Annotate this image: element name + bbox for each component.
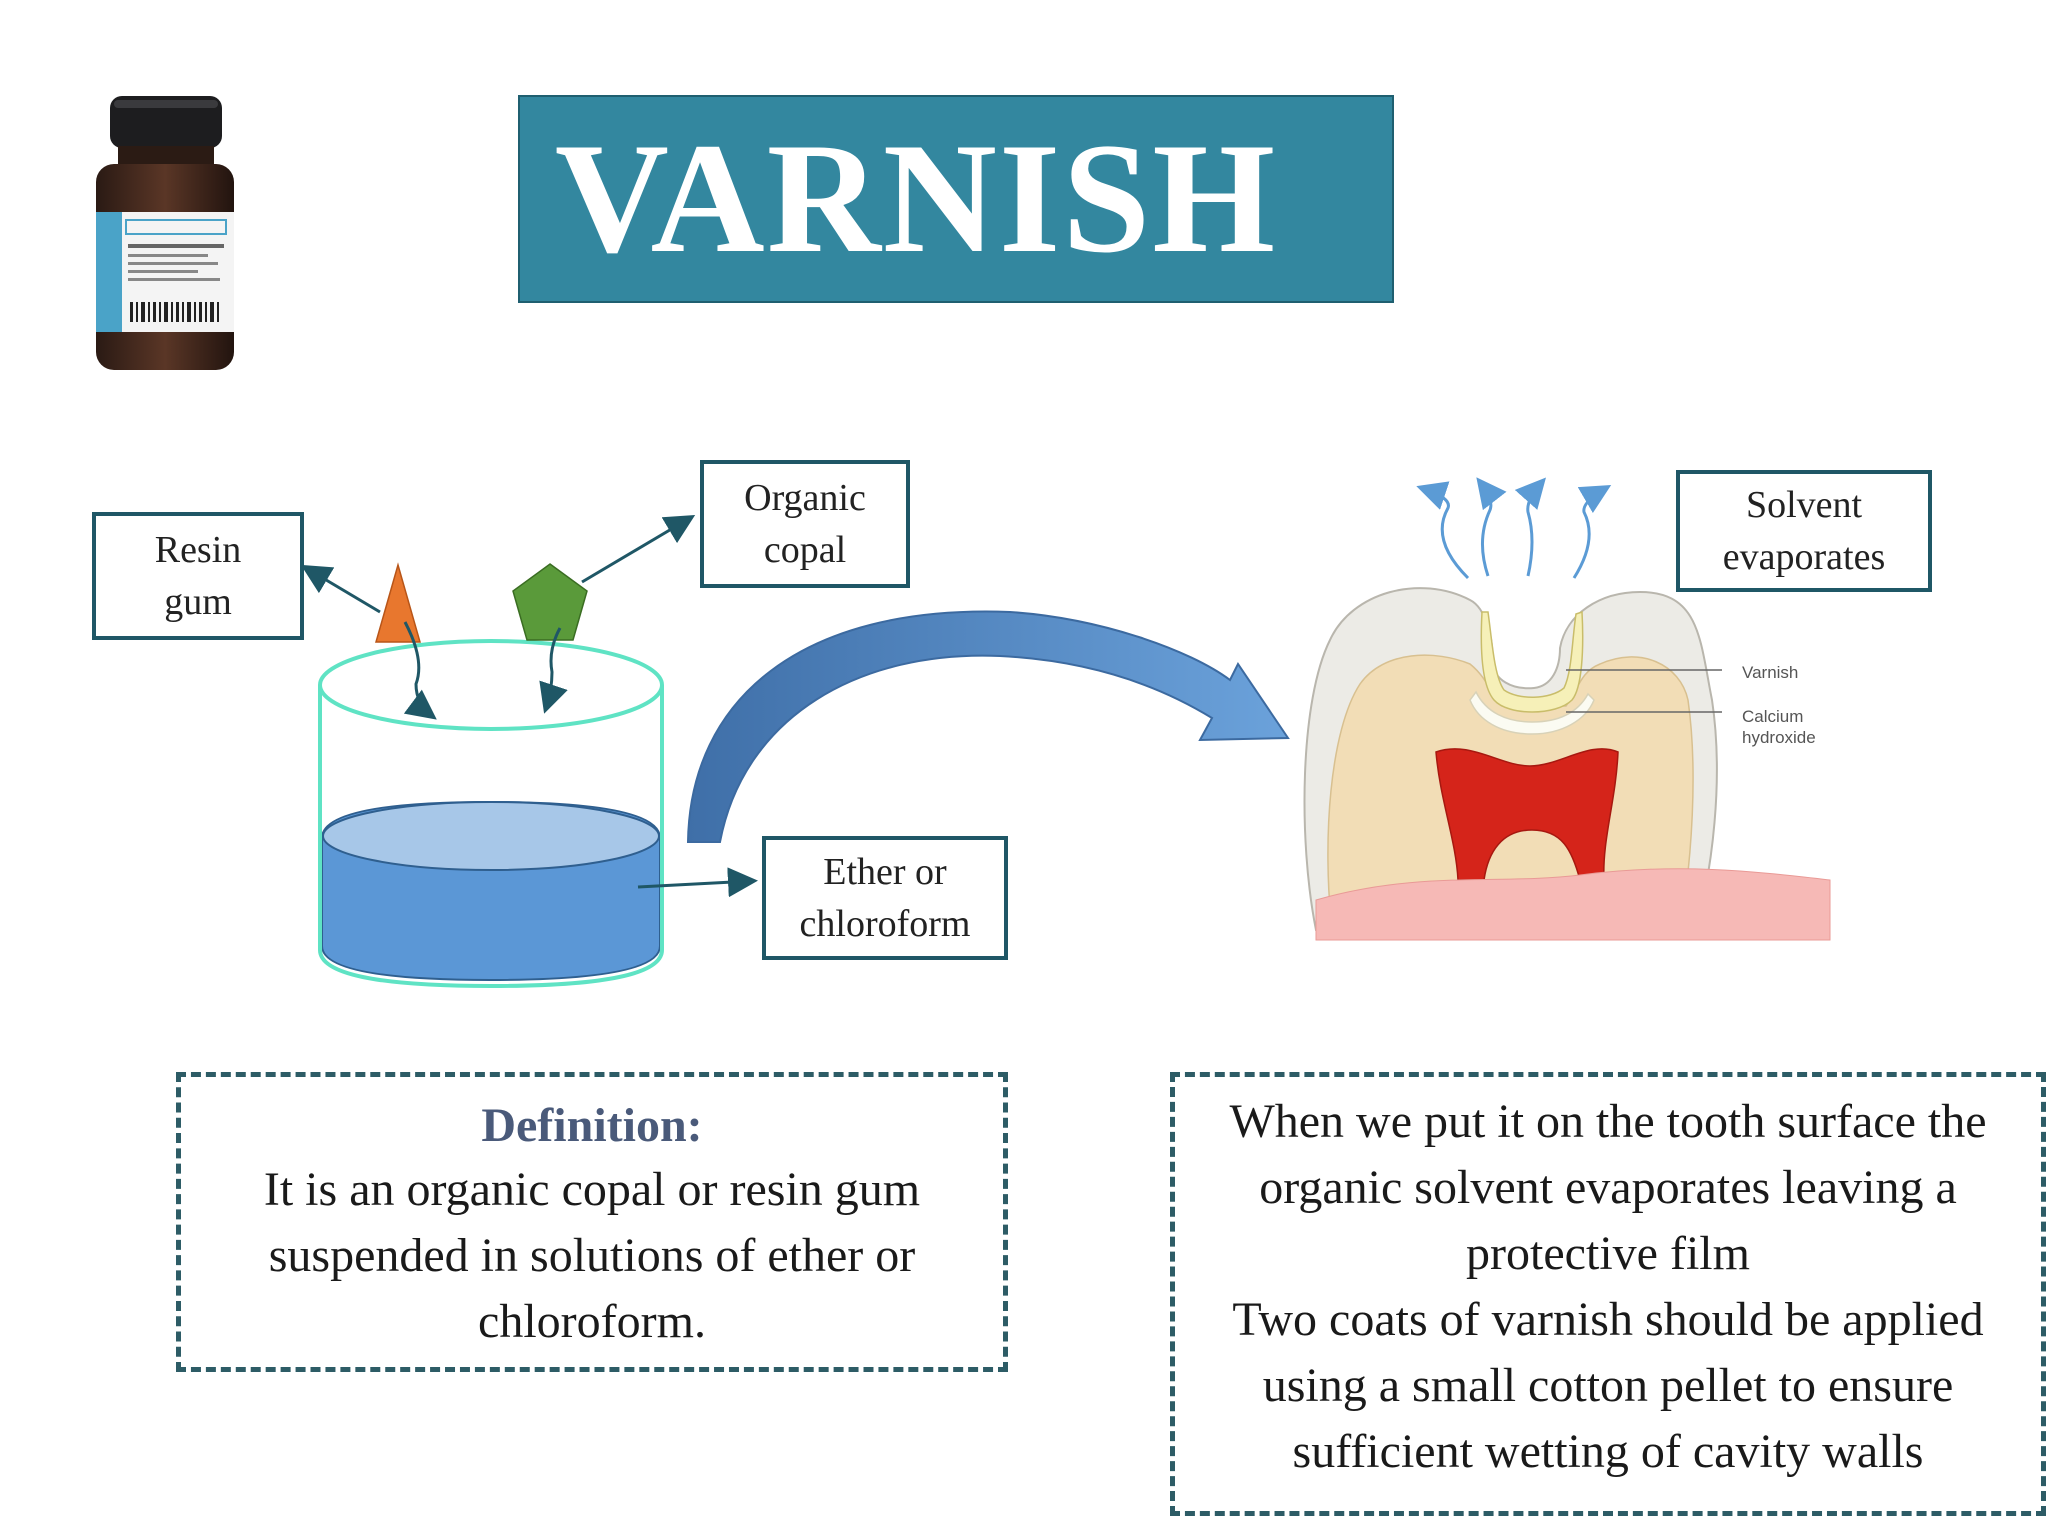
- copal-pentagon: [512, 563, 588, 641]
- organic-copal-label-line-1: Organic: [744, 477, 866, 519]
- usage-line-4: Two coats of varnish should be applied: [1232, 1293, 1984, 1346]
- definition-line-3: chloroform.: [478, 1295, 706, 1348]
- tooth-calcium-hydroxide-label: Calcium hydroxide: [1742, 706, 1816, 748]
- resin-gum-label-line-1: Resin: [154, 529, 242, 571]
- liquid-surface: [322, 801, 660, 871]
- usage-text: When we put it on the tooth surface the …: [1188, 1089, 2028, 1485]
- tooth-calcium-label-line-1: Calcium: [1742, 707, 1804, 726]
- arrow-resin-into-beaker: [403, 621, 437, 720]
- usage-line-2: organic solvent evaporates leaving a: [1259, 1161, 1957, 1214]
- varnish-bottle-image: [96, 96, 234, 370]
- beaker-rim: [318, 639, 664, 731]
- ether-chloroform-label-line-1: Ether or: [823, 851, 947, 893]
- page-title: VARNISH: [554, 111, 1278, 286]
- solvent-evaporates-label-line-1: Solvent: [1745, 484, 1863, 526]
- usage-line-3: protective film: [1466, 1227, 1750, 1280]
- tooth-varnish-label: Varnish: [1742, 663, 1799, 682]
- evaporation-arrows: [1416, 477, 1612, 580]
- arrow-to-ether-label: [637, 867, 758, 898]
- usage-line-5: using a small cotton pellet to ensure: [1262, 1359, 1954, 1412]
- resin-gum-label: Resin gum: [92, 512, 304, 640]
- tooth-illustration: [1303, 587, 1831, 941]
- arrow-to-copal-label: [581, 514, 696, 584]
- definition-line-1: It is an organic copal or resin gum: [263, 1163, 921, 1216]
- usage-box: When we put it on the tooth surface the …: [1170, 1072, 2046, 1516]
- arrow-to-resin-label: [300, 564, 381, 614]
- arrow-copal-into-beaker: [539, 627, 568, 714]
- solvent-evaporates-label-line-2: evaporates: [1722, 536, 1886, 578]
- definition-line-2: suspended in solutions of ether or: [268, 1229, 916, 1282]
- process-curved-arrow: [686, 610, 1290, 843]
- ether-chloroform-label: Ether or chloroform: [762, 836, 1008, 960]
- definition-box: Definition: It is an organic copal or re…: [176, 1072, 1008, 1372]
- title-banner: VARNISH: [518, 95, 1394, 303]
- definition-heading: Definition:: [481, 1099, 703, 1152]
- resin-gum-label-line-2: gum: [164, 581, 232, 623]
- ether-chloroform-label-line-2: chloroform: [799, 903, 971, 945]
- usage-line-6: sufficient wetting of cavity walls: [1292, 1425, 1924, 1478]
- solvent-evaporates-label: Solvent evaporates: [1676, 470, 1932, 592]
- usage-line-1: When we put it on the tooth surface the: [1229, 1095, 1987, 1148]
- organic-copal-label: Organic copal: [700, 460, 910, 588]
- resin-triangle: [375, 562, 421, 643]
- organic-copal-label-line-2: copal: [763, 529, 847, 571]
- beaker: [318, 639, 664, 989]
- tooth-calcium-label-line-2: hydroxide: [1742, 728, 1816, 747]
- definition-text: It is an organic copal or resin gum susp…: [212, 1157, 972, 1355]
